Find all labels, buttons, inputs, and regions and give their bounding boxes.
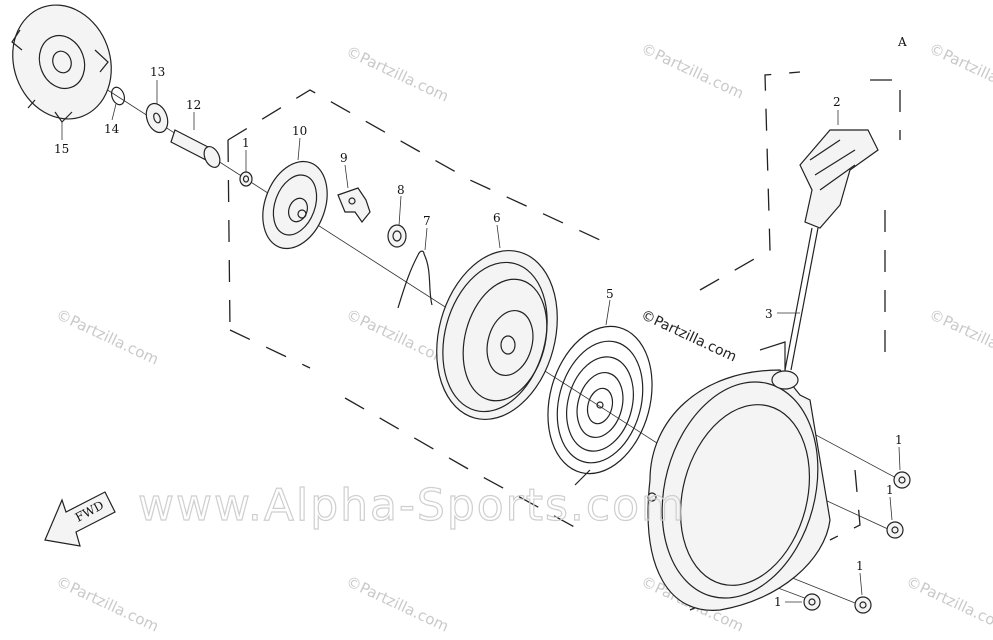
- watermark-text-mid: ©Partzilla.com: [638, 307, 739, 365]
- watermark-text: ©Partzilla.com: [343, 572, 451, 635]
- callout-A: A: [897, 35, 907, 49]
- watermark-text: ©Partzilla.com: [343, 42, 451, 105]
- callout-12: 12: [186, 98, 201, 112]
- part-1-bolt: [803, 593, 821, 611]
- watermark-text: ©Partzilla.com: [53, 572, 161, 635]
- callout-7: 7: [423, 214, 431, 228]
- part-15-ratchet-cover: [11, 4, 112, 123]
- part-5-recoil-spring: [547, 325, 653, 486]
- callout-numbers: 1 2 3 5 6 7 8 9 10 12 13 14 15 1 1 1 1 A: [54, 35, 907, 609]
- callout-1: 1: [856, 559, 864, 573]
- part-2-starter-handle: [799, 129, 879, 229]
- watermark-text: ©Partzilla.com: [926, 305, 993, 368]
- watermark-text: ©Partzilla.com: [903, 572, 993, 635]
- callout-13: 13: [150, 65, 165, 79]
- part-3-starter-rope: [771, 227, 819, 390]
- callout-1: 1: [895, 433, 903, 447]
- leader-lines: [61, 80, 901, 603]
- part-1-bolt: [239, 171, 253, 187]
- part-1-bolt: [854, 596, 872, 614]
- callout-8: 8: [397, 183, 405, 197]
- part-7-spring-clip: [397, 250, 433, 309]
- part-13-washer: [145, 102, 169, 134]
- fwd-arrow: FWD: [44, 491, 116, 547]
- watermark-text: ©Partzilla.com: [53, 305, 161, 368]
- callout-6: 6: [493, 211, 501, 225]
- callout-10: 10: [292, 124, 307, 138]
- part-10-friction-plate: [262, 160, 328, 250]
- starter-housing: [647, 341, 831, 611]
- callout-9: 9: [340, 151, 348, 165]
- callout-15: 15: [54, 142, 69, 156]
- assembly-frame-lines: [227, 71, 901, 611]
- part-1-bolt: [893, 471, 911, 489]
- part-1-bolt: [886, 521, 904, 539]
- part-6-rope-pulley: [436, 249, 558, 421]
- watermark-text: ©Partzilla.com: [343, 305, 451, 368]
- part-8-nut: [387, 224, 407, 248]
- callout-2: 2: [833, 95, 841, 109]
- callout-1: 1: [886, 483, 894, 497]
- part-14-ring: [110, 86, 126, 106]
- watermark-text: ©Partzilla.com: [638, 39, 746, 102]
- callout-1: 1: [242, 136, 250, 150]
- callout-5: 5: [606, 287, 614, 301]
- part-12-shaft: [170, 129, 221, 168]
- callout-14: 14: [104, 122, 120, 136]
- watermark-text: ©Partzilla.com: [926, 39, 993, 102]
- callout-1: 1: [774, 595, 782, 609]
- housing-bolts: [803, 471, 911, 614]
- watermark-big-text: www.Alpha-Sports.com: [138, 480, 686, 531]
- part-9-ratchet-pawl: [337, 187, 371, 224]
- callout-3: 3: [765, 307, 773, 321]
